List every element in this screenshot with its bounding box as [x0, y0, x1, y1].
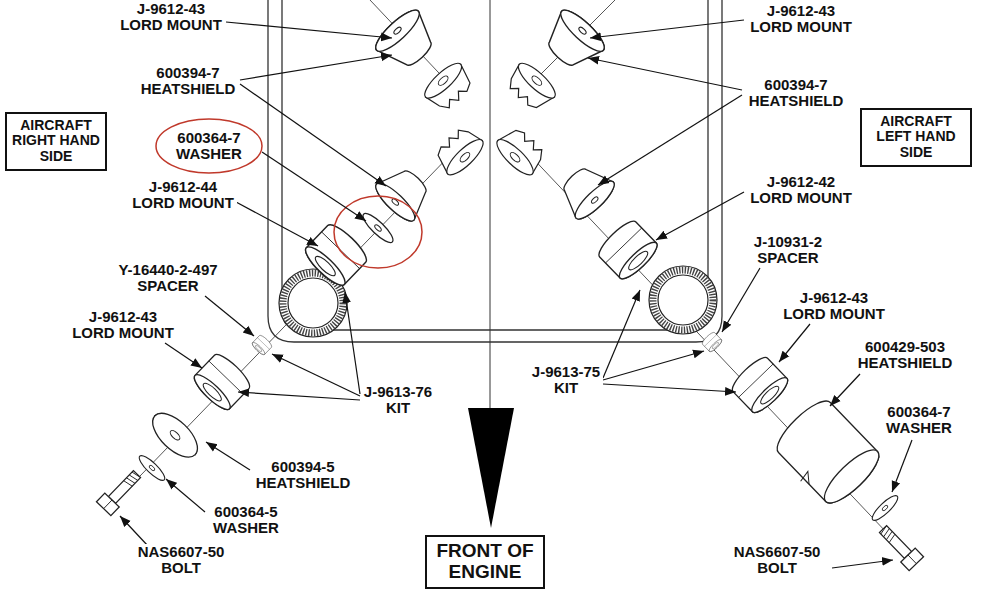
highlight-circle: [334, 196, 422, 268]
heatshield: [371, 160, 437, 226]
part-label: 600394-5 HEATSHIELD: [253, 459, 353, 491]
heatshield: [817, 443, 885, 510]
leader-lines: [656, 192, 744, 240]
engine-frame: [268, 0, 722, 342]
part-label: J-9612-44 LORD MOUNT: [130, 179, 237, 211]
part-label: J-9613-76 KIT: [361, 384, 435, 416]
leader-lines: [240, 84, 386, 186]
leader-lines: [598, 95, 742, 185]
engine-frame: [268, 0, 722, 408]
part-label: J-9612-43 LORD MOUNT: [118, 1, 225, 33]
ellipse-outline: [156, 119, 262, 173]
node-text: 600364-7 WASHER: [175, 130, 244, 163]
leader-lines: [165, 343, 202, 368]
middle-parts: [430, 123, 549, 180]
center-axes: [112, 0, 905, 552]
leader-lines: [830, 374, 860, 406]
leader-lines: [166, 479, 205, 512]
lord-mount: [537, 5, 610, 77]
part-label: Y-16440-2-497 SPACER: [116, 262, 221, 294]
note-box: FRONT OF ENGINE: [425, 535, 545, 589]
washer: [136, 453, 168, 484]
note-box: AIRCRAFT LEFT HAND SIDE: [860, 108, 972, 167]
leader-lines: [236, 202, 318, 246]
part-label: 600429-503 HEATSHIELD: [855, 339, 955, 371]
heatshield: [502, 58, 560, 115]
leader-lines: [603, 351, 704, 380]
callout-ellipse: 600364-7 WASHER: [155, 118, 263, 174]
washer: [359, 210, 396, 246]
part-label: J-9612-43 LORD MOUNT: [70, 309, 177, 341]
part-label: J-9613-75 KIT: [529, 364, 603, 396]
lord-mount: [728, 353, 792, 417]
part-label: J-9612-43 LORD MOUNT: [781, 290, 888, 322]
part-label: 600394-7 HEATSHIELD: [138, 65, 238, 97]
bolt: [96, 467, 144, 515]
heatshield: [492, 123, 549, 180]
leader-lines: [892, 440, 912, 492]
heatshield: [169, 429, 182, 442]
node-text: FRONT OF ENGINE: [431, 541, 539, 583]
heatshield: [430, 123, 487, 180]
part-label: 600364-7 WASHER: [884, 404, 955, 436]
leader-lines: [238, 392, 360, 400]
leader-lines: [262, 152, 366, 221]
engine-frame: [282, 0, 708, 330]
node-text: AIRCRAFT LEFT HAND SIDE: [866, 114, 966, 160]
lord-mount: [371, 5, 444, 77]
mount-ring: [649, 266, 717, 334]
lord-mount: [301, 220, 371, 290]
heatshield: [420, 58, 478, 115]
leader-lines: [590, 20, 744, 38]
spacer: [701, 331, 723, 353]
part-label: NAS6607-50 BOLT: [731, 544, 823, 576]
heatshield: [145, 406, 205, 465]
leader-lines: [603, 290, 640, 378]
part-label: NAS6607-50 BOLT: [135, 544, 227, 576]
part-label: J-9612-43 LORD MOUNT: [748, 3, 855, 35]
part-label: 600364-5 WASHER: [211, 504, 282, 536]
top-right-parts: [502, 5, 609, 116]
node-text: AIRCRAFT RIGHT HAND SIDE: [11, 118, 101, 164]
leader-lines: [345, 292, 360, 394]
lord-mount: [190, 350, 254, 414]
leader-lines: [603, 384, 736, 392]
leader-lines: [206, 442, 250, 470]
note-box: AIRCRAFT RIGHT HAND SIDE: [5, 112, 107, 171]
leader-lines: [226, 22, 392, 38]
leader-lines: [120, 20, 912, 568]
leader-lines: [832, 560, 893, 568]
leader-lines: [272, 354, 360, 396]
heatshield: [799, 471, 815, 487]
part-label: J-10931-2 SPACER: [751, 234, 825, 266]
leader-lines: [120, 516, 148, 546]
leader-lines: [588, 58, 742, 90]
leader-lines: [240, 55, 392, 80]
lord-mount: [595, 217, 662, 284]
heatshield: [145, 406, 205, 465]
leader-lines: [779, 324, 810, 362]
part-label: J-9612-42 LORD MOUNT: [748, 174, 855, 206]
front-arrow: [468, 408, 514, 528]
center-axes: [525, 150, 905, 552]
engine-frame: [490, 0, 491, 408]
spacer: [251, 334, 273, 356]
leader-lines: [205, 296, 254, 336]
leader-lines: [722, 268, 760, 332]
top-left-parts: [371, 5, 478, 116]
bolt: [876, 522, 924, 570]
washer: [869, 493, 901, 524]
heatshield: [770, 394, 886, 510]
heatshield: [767, 394, 886, 513]
heatshield: [553, 158, 619, 224]
part-label: 600394-7 HEATSHIELD: [746, 77, 846, 109]
